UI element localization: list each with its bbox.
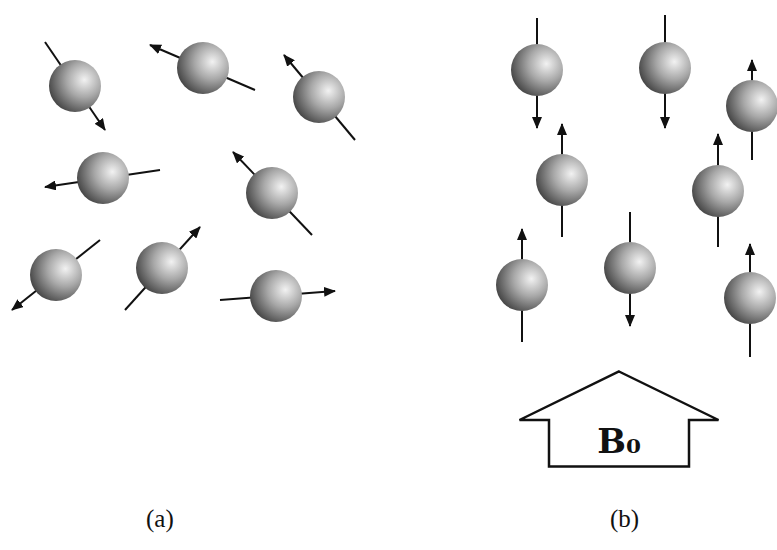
spin-sphere <box>639 42 691 94</box>
spin-sphere <box>246 167 298 219</box>
arrow-outline-shape <box>520 372 719 467</box>
spin-sphere <box>604 242 656 294</box>
field-symbol: B₀ <box>549 414 689 467</box>
spin-sphere <box>692 165 744 217</box>
spin-axis <box>45 42 105 130</box>
spin-sphere <box>724 272 776 324</box>
spin-sphere <box>536 154 588 206</box>
panel-label: (a) <box>146 505 174 533</box>
spin-sphere <box>49 60 101 112</box>
spin-sphere <box>136 242 188 294</box>
spin-sphere <box>250 270 302 322</box>
spin-axis <box>125 227 200 310</box>
spin-sphere <box>177 42 229 94</box>
spin-sphere <box>30 249 82 301</box>
spin-axis <box>12 240 100 310</box>
spin-axis <box>284 55 355 140</box>
spin-sphere <box>496 259 548 311</box>
panel-label: (b) <box>610 505 639 533</box>
spin-sphere <box>511 44 563 96</box>
spin-sphere <box>293 71 345 123</box>
spin-sphere <box>77 152 129 204</box>
spin-axis <box>233 152 312 235</box>
field-arrow: B₀ <box>518 370 720 468</box>
spin-sphere <box>726 80 777 132</box>
